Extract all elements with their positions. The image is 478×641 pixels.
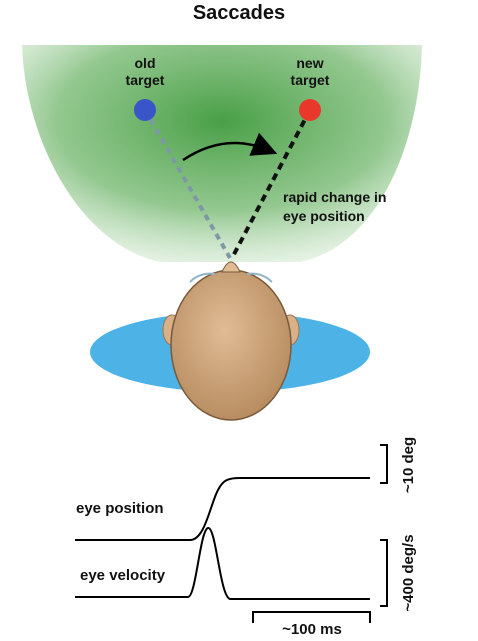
eye-position-trace [75,477,370,541]
position-scale-bar [380,444,388,484]
new-gaze-line [230,109,312,259]
new-target-label: new target [275,55,345,89]
visual-field [22,45,422,262]
new-target-dot [299,99,321,121]
position-scale-label: ~10 deg [400,436,417,494]
velocity-scale-label: ~400 deg/s [400,534,417,612]
eye-position-label: eye position [76,500,164,517]
eye-velocity-label: eye velocity [80,567,166,584]
time-scale-label: ~100 ms [282,621,342,638]
old-target-label-line1: old [134,55,156,71]
new-target-label-line1: new [296,55,324,71]
annotation-line1: rapid change in [283,189,387,205]
eye-velocity-trace [75,526,370,600]
saccade-arrow [182,132,278,162]
old-target-dot [134,99,156,121]
nose [221,261,241,273]
rapid-change-annotation: rapid change in eye position [283,188,386,226]
eye-outline [189,272,273,283]
old-target-label: old target [110,55,180,89]
head [170,269,292,421]
time-scale-bar [252,611,371,623]
old-target-label-line2: target [125,72,165,88]
velocity-scale-bar [380,539,388,607]
new-target-label-line2: target [290,72,330,88]
annotation-line2: eye position [283,208,365,224]
diagram-title: Saccades [192,2,286,24]
